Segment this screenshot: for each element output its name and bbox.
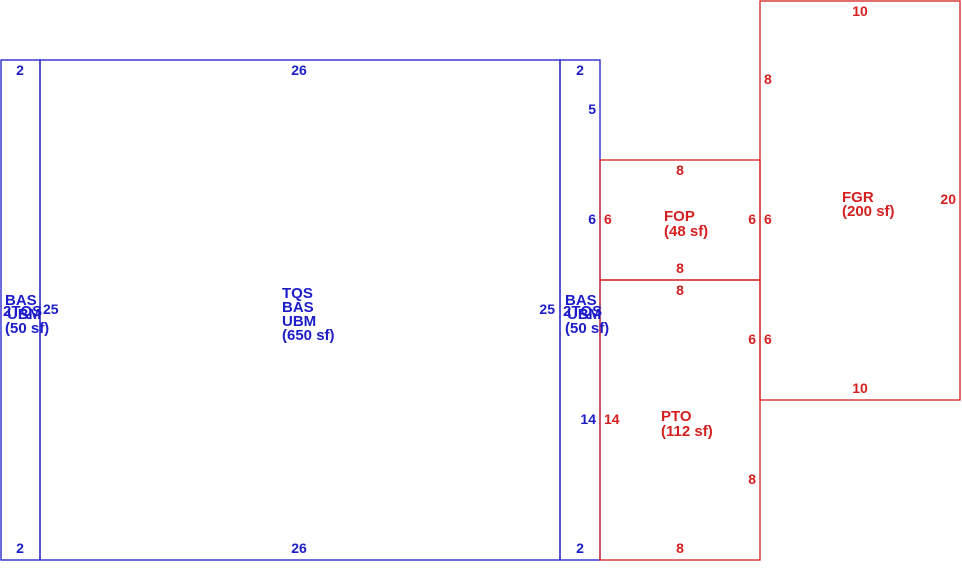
dim-right-lower: 14 (580, 411, 596, 427)
main-area-code-1: TQS (282, 285, 313, 302)
dim-left-top: 2 (16, 62, 24, 78)
dim-pto-top: 8 (676, 282, 684, 298)
dim-right-top: 2 (576, 62, 584, 78)
dim-fgr-left-lower: 6 (764, 331, 772, 347)
fgr-area: (200 sf) (842, 203, 895, 220)
dim-main-right: 25 (539, 301, 555, 317)
dim-pto-right-lower: 8 (748, 471, 756, 487)
dim-main-top: 26 (291, 62, 307, 78)
dim-right-bottom: 2 (576, 540, 584, 556)
fop-area: (48 sf) (664, 223, 708, 240)
right-wing-overlap-code: 2TQS (563, 303, 602, 320)
pto-area: (112 sf) (661, 423, 713, 440)
dim-right-upper: 5 (588, 101, 596, 117)
dim-right-mid: 6 (588, 211, 596, 227)
pto-code: PTO (661, 408, 692, 425)
dim-fop-top: 8 (676, 162, 684, 178)
dim-fgr-left-upper: 8 (764, 71, 772, 87)
dim-pto-bottom: 8 (676, 540, 684, 556)
dim-fop-bottom: 8 (676, 260, 684, 276)
pto-outline (599, 279, 761, 561)
dim-main-bottom: 26 (291, 540, 307, 556)
dim-pto-right-upper: 6 (748, 331, 756, 347)
dim-fgr-left-mid: 6 (764, 211, 772, 227)
left-wing-code-2: UBM (7, 306, 41, 323)
main-area-code-3: UBM (282, 313, 316, 330)
left-wing-overlap-code: 2TQS (3, 303, 42, 320)
dim-fgr-bottom: 10 (852, 380, 868, 396)
fgr-code: FGR (842, 189, 874, 206)
dim-fop-right: 6 (748, 211, 756, 227)
fop-code: FOP (664, 208, 695, 225)
dim-pto-left: 14 (604, 411, 620, 427)
dim-fgr-right: 20 (940, 191, 956, 207)
left-wing-area: (50 sf) (5, 320, 49, 337)
dim-fgr-top: 10 (852, 3, 868, 19)
left-wing-code-1: BAS (5, 292, 37, 309)
fgr-outline (759, 0, 961, 401)
right-wing-area: (50 sf) (565, 320, 609, 337)
right-wing-code-1: BAS (565, 292, 597, 309)
dim-left-bottom: 2 (16, 540, 24, 556)
dim-left-side: 25 (43, 301, 59, 317)
main-area-code-2: BAS (282, 299, 314, 316)
right-wing-code-2: UBM (567, 306, 601, 323)
main-area-size: (650 sf) (282, 327, 335, 344)
dim-fop-left: 6 (604, 211, 612, 227)
